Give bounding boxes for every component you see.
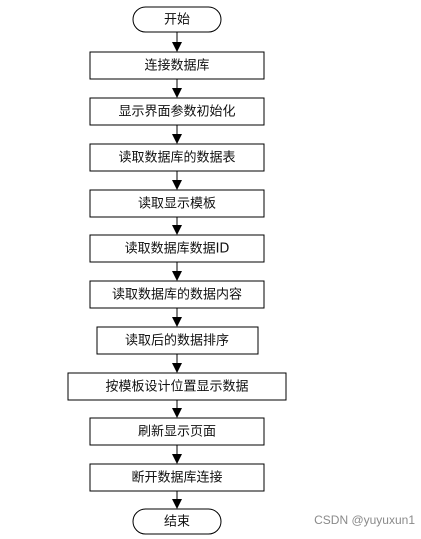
step-box: 连接数据库 [89, 51, 265, 80]
step-label: 读取数据库数据ID [125, 241, 230, 257]
step-label: 读取数据库的数据表 [118, 150, 235, 166]
step-box: 读取显示模板 [89, 189, 265, 218]
start-label: 开始 [164, 13, 190, 28]
watermark: CSDN @yuyuxun1 [314, 513, 415, 527]
step-label: 连接数据库 [144, 58, 209, 74]
step-box: 按模板设计位置显示数据 [67, 372, 287, 401]
step-box: 读取数据库的数据表 [89, 143, 265, 172]
step-label: 读取显示模板 [138, 197, 216, 212]
step-box: 断开数据库连接 [89, 463, 265, 492]
end-node: 结束 [132, 508, 222, 535]
end-label: 结束 [164, 515, 190, 530]
step-label: 显示界面参数初始化 [118, 104, 235, 120]
step-box: 读取数据库的数据内容 [89, 280, 265, 309]
step-label: 刷新显示页面 [138, 424, 216, 440]
step-box: 读取后的数据排序 [96, 326, 259, 355]
process-steps: 连接数据库 显示界面参数初始化 读取数据库的数据表 读取显示模板 读取数据库数据… [67, 51, 287, 492]
step-label: 断开数据库连接 [131, 470, 222, 486]
step-box: 显示界面参数初始化 [89, 97, 265, 126]
start-node: 开始 [132, 6, 222, 33]
step-box: 刷新显示页面 [89, 417, 265, 446]
step-label: 读取后的数据排序 [125, 333, 229, 349]
step-box: 读取数据库数据ID [89, 234, 265, 263]
step-label: 读取数据库的数据内容 [112, 287, 242, 303]
step-label: 按模板设计位置显示数据 [105, 380, 248, 395]
